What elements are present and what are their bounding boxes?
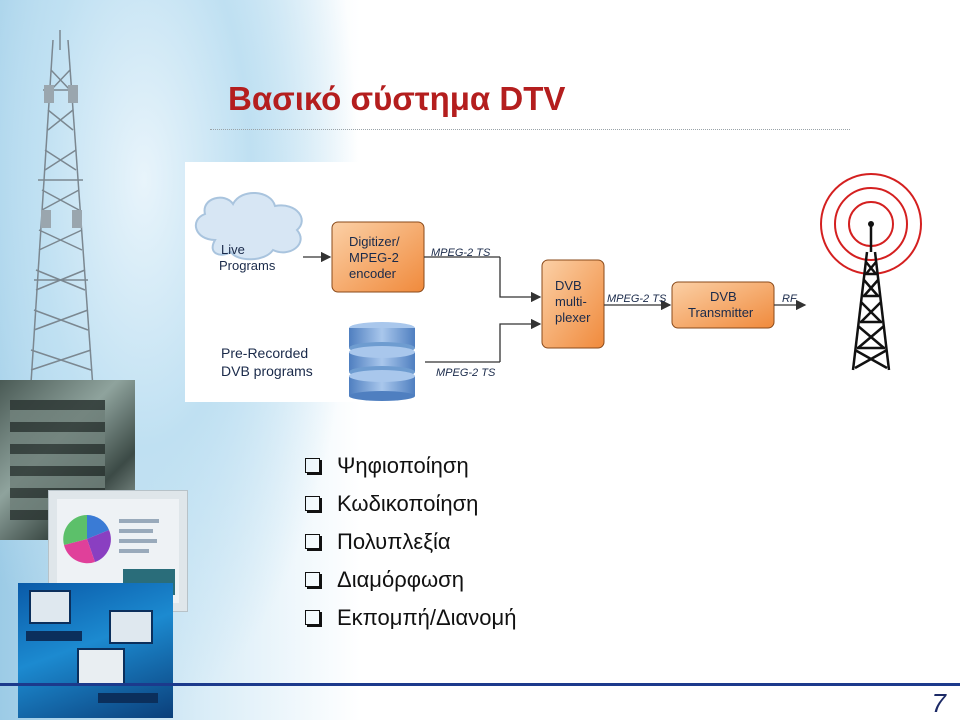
rf-label: RF <box>782 293 798 305</box>
topic-list: Ψηφιοποίηση Κωδικοποίηση Πολυπλεξία Διαμ… <box>305 447 516 637</box>
checkbox-bullet-icon <box>305 496 320 511</box>
transmitter-label-line1: DVB <box>710 289 737 304</box>
list-item-text: Διαμόρφωση <box>337 567 464 592</box>
list-item: Διαμόρφωση <box>305 561 516 599</box>
transmission-tower-image <box>27 30 97 430</box>
transmitter-label-line2: Transmitter <box>688 305 754 320</box>
mux-label-line1: DVB <box>555 278 582 293</box>
list-item: Κωδικοποίηση <box>305 485 516 523</box>
ts-label-bottom: MPEG-2 TS <box>436 367 496 379</box>
multiplexer-block <box>541 259 605 349</box>
computer-terminals-photo <box>18 583 173 718</box>
list-item: Πολυπλεξία <box>305 523 516 561</box>
list-item-text: Ψηφιοποίηση <box>337 453 469 478</box>
live-label: Live <box>221 242 245 257</box>
live-programs-cloud <box>194 191 303 261</box>
footer-divider <box>0 683 960 686</box>
encoder-label-line3: encoder <box>349 266 397 281</box>
programs-label: Programs <box>219 258 276 273</box>
mux-label-line2: multi- <box>555 294 587 309</box>
checkbox-bullet-icon <box>305 458 320 473</box>
checkbox-bullet-icon <box>305 534 320 549</box>
slide-title: Βασικό σύστημα DTV <box>228 80 566 117</box>
ts-label-mid: MPEG-2 TS <box>607 293 667 305</box>
dtv-system-diagram: Live Programs Digitizer/ MPEG-2 encoder … <box>185 162 930 402</box>
list-item-text: Εκπομπή/Διανομή <box>337 605 517 630</box>
mux-label-line3: plexer <box>555 310 591 325</box>
page-number: 7 <box>931 688 946 718</box>
database-stack-icon <box>349 322 415 401</box>
list-item-text: Κωδικοποίηση <box>337 491 479 516</box>
prerecorded-label-line2: DVB programs <box>221 363 313 379</box>
pie-chart-graphic <box>63 515 111 564</box>
checkbox-bullet-icon <box>305 572 320 587</box>
prerecorded-label-line1: Pre-Recorded <box>221 345 308 361</box>
checkbox-bullet-icon <box>305 610 320 625</box>
list-item: Εκπομπή/Διανομή <box>305 599 516 637</box>
encoder-label-line1: Digitizer/ <box>349 234 400 249</box>
broadcast-antenna-icon <box>820 173 922 371</box>
encoder-label-line2: MPEG-2 <box>349 250 399 265</box>
list-item: Ψηφιοποίηση <box>305 447 516 485</box>
ts-label-top: MPEG-2 TS <box>431 247 491 259</box>
list-item-text: Πολυπλεξία <box>337 529 451 554</box>
title-divider <box>210 129 850 130</box>
